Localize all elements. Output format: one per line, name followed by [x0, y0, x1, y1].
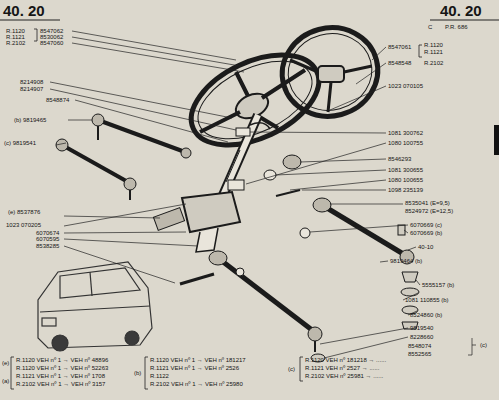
- callout-number: R.1121 VEH nº 1 → VEH nº 2526: [150, 365, 239, 371]
- callout-number: (b): [134, 370, 141, 376]
- callout-number: R.2102: [424, 60, 443, 66]
- callout-number: R.1122: [150, 373, 169, 379]
- callout-number: 1023 070205: [6, 222, 41, 228]
- callout-number: 5555157 (b): [422, 282, 454, 288]
- callout-number: R.1120 VEH nº 181218 → ......: [305, 357, 386, 363]
- callout-number: R.1120 VEH nº 1 → VEH nº 48896: [16, 357, 108, 363]
- callout-number: 8547061: [388, 44, 411, 50]
- steering-wheel: [177, 37, 332, 163]
- bracket: [11, 29, 422, 389]
- page-tab: [494, 125, 499, 155]
- callout-number: 8535041 (E=9,5): [405, 200, 450, 206]
- callout-number: R.1121 VEH nº 1 → VEH nº 1708: [16, 373, 105, 379]
- callout-number: 1080 100755: [388, 140, 423, 146]
- callout-number: R.2102 VEH nº 25981 → ......: [305, 373, 383, 379]
- callout-number: R.1121 VEH nº 2527 → ......: [305, 365, 379, 371]
- callout-number: 8547060: [40, 40, 63, 46]
- callout-number: R.1120 VEH nº 1 → VEH nº 52263: [16, 365, 108, 371]
- callout-number: 1081 110855 (b): [405, 297, 449, 303]
- callout-number: 8524860 (b): [410, 312, 442, 318]
- callout-number: 8524972 (E=12,5): [405, 208, 453, 214]
- callout-number: 1023 070105: [388, 83, 423, 89]
- callout-number: R.2102 VEH nº 1 → VEH nº 25980: [150, 381, 243, 387]
- callout-number: P.R. 686: [445, 24, 468, 30]
- callout-number: 1080 100655: [388, 177, 423, 183]
- callout-number: 8530062: [40, 34, 63, 40]
- callout-number: R.1120: [424, 42, 443, 48]
- callout-number: R.1120 VEH nº 1 → VEH nº 181217: [150, 357, 246, 363]
- callout-number: R.2102 VEH nº 1 → VEH nº 3157: [16, 381, 105, 387]
- callout-number: R.2102: [6, 40, 25, 46]
- callout-number: 9819540: [410, 325, 433, 331]
- leader-line: [50, 31, 476, 358]
- car-sketch: [38, 262, 152, 351]
- callout-number: 1081 300762: [388, 130, 423, 136]
- callout-number: (b) 9819465: [14, 117, 46, 123]
- callout-number: 8548074: [408, 343, 431, 349]
- page-number: 40. 20: [440, 3, 482, 19]
- callout-number: 6070595: [36, 236, 59, 242]
- callout-number: 8548548: [388, 60, 411, 66]
- tie-rod: [56, 114, 191, 200]
- callout-number: R.1121: [424, 49, 443, 55]
- callout-number: 1081 300655: [388, 167, 423, 173]
- callout-number: 40-10: [418, 244, 433, 250]
- callout-number: R.1121: [6, 34, 25, 40]
- callout-number: 8538285: [36, 243, 59, 249]
- callout-number: C: [428, 24, 432, 30]
- callout-number: (c): [288, 366, 295, 372]
- callout-number: 9819464 (b): [390, 258, 422, 264]
- callout-number: (c): [480, 342, 487, 348]
- header-rule: [430, 20, 499, 21]
- callout-number: 8228660: [410, 334, 433, 340]
- tie-rod: [180, 198, 414, 352]
- callout-number: 6070669 (c): [410, 222, 442, 228]
- callout-number: (a): [2, 378, 9, 384]
- callout-number: (e) 8537876: [8, 209, 40, 215]
- header-rule: [0, 20, 60, 21]
- callout-number: 8214908: [20, 79, 43, 85]
- callout-number: 8214907: [20, 86, 43, 92]
- callout-number: (e): [2, 360, 9, 366]
- callout-number: 8547062: [40, 28, 63, 34]
- callout-number: (c) 9819541: [4, 140, 36, 146]
- steering-column: [153, 115, 301, 252]
- callout-number: 8552565: [408, 351, 431, 357]
- steering-wheel: [272, 17, 388, 127]
- callout-number: 8546293: [388, 156, 411, 162]
- ball-joint-parts: [311, 225, 419, 362]
- callout-number: 1098 235139: [388, 187, 423, 193]
- callout-number: R.1120: [6, 28, 25, 34]
- callout-number: 8548874: [46, 97, 69, 103]
- page-number: 40. 20: [3, 3, 45, 19]
- callout-number: 6070674: [36, 230, 59, 236]
- callout-number: 6070669 (b): [410, 230, 442, 236]
